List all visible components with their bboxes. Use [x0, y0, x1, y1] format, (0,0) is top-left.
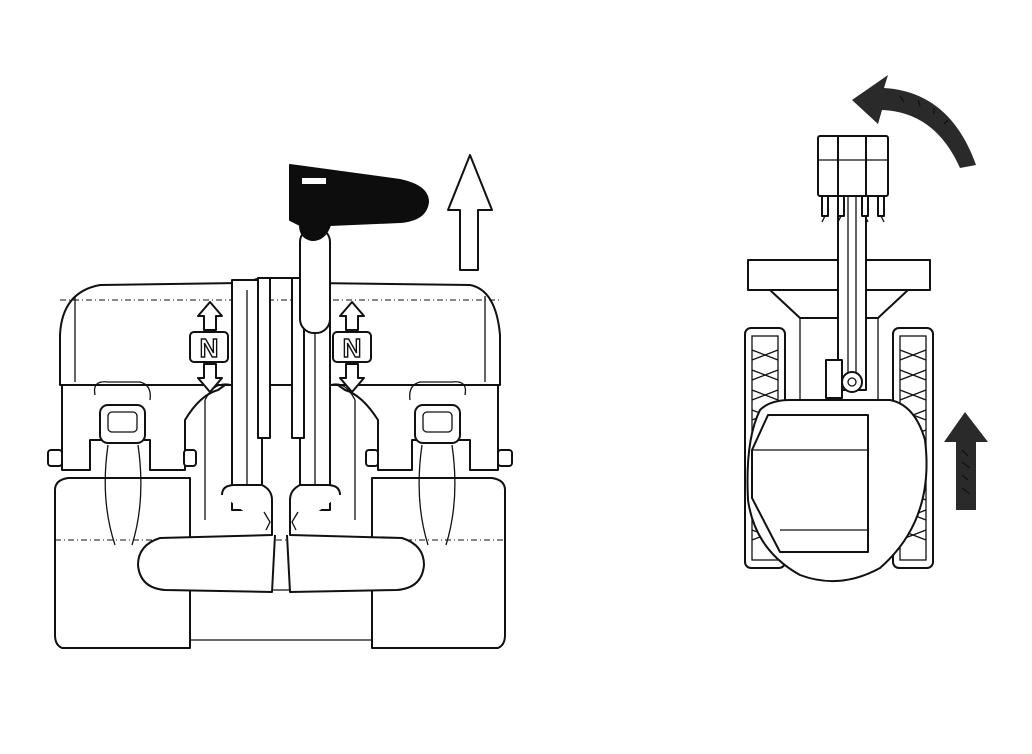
push-up-arrow: [447, 154, 493, 271]
neutral-letter-left: N: [200, 333, 219, 363]
left-pedal: [137, 484, 276, 593]
left-bolt-inner: [183, 449, 197, 467]
base-frame: [54, 477, 191, 649]
console-housing: [59, 277, 501, 386]
raised-lever-grip: [289, 164, 429, 241]
forward-travel-arrow: [944, 412, 988, 510]
operator-cab: [751, 414, 869, 553]
left-bolt-outer: [47, 449, 63, 467]
raised-lever-shaft: [299, 227, 331, 334]
left-bracket: [61, 384, 226, 471]
neutral-indicator-right: N: [332, 301, 372, 393]
travel-control-assembly: N N: [47, 154, 513, 649]
right-spring-mount: [414, 404, 461, 444]
grip-marker: [302, 178, 326, 184]
neutral-letter-right: N: [343, 333, 362, 363]
left-spring-mount: [99, 404, 146, 444]
right-pedal: [286, 484, 425, 593]
right-bolt-outer: [497, 449, 513, 467]
excavator-top-view: [744, 75, 988, 583]
swing-rotation-arrow: [852, 75, 976, 168]
right-bolt-inner: [365, 449, 379, 467]
neutral-indicator-left: N: [189, 301, 229, 393]
excavator-bucket: [817, 135, 889, 223]
